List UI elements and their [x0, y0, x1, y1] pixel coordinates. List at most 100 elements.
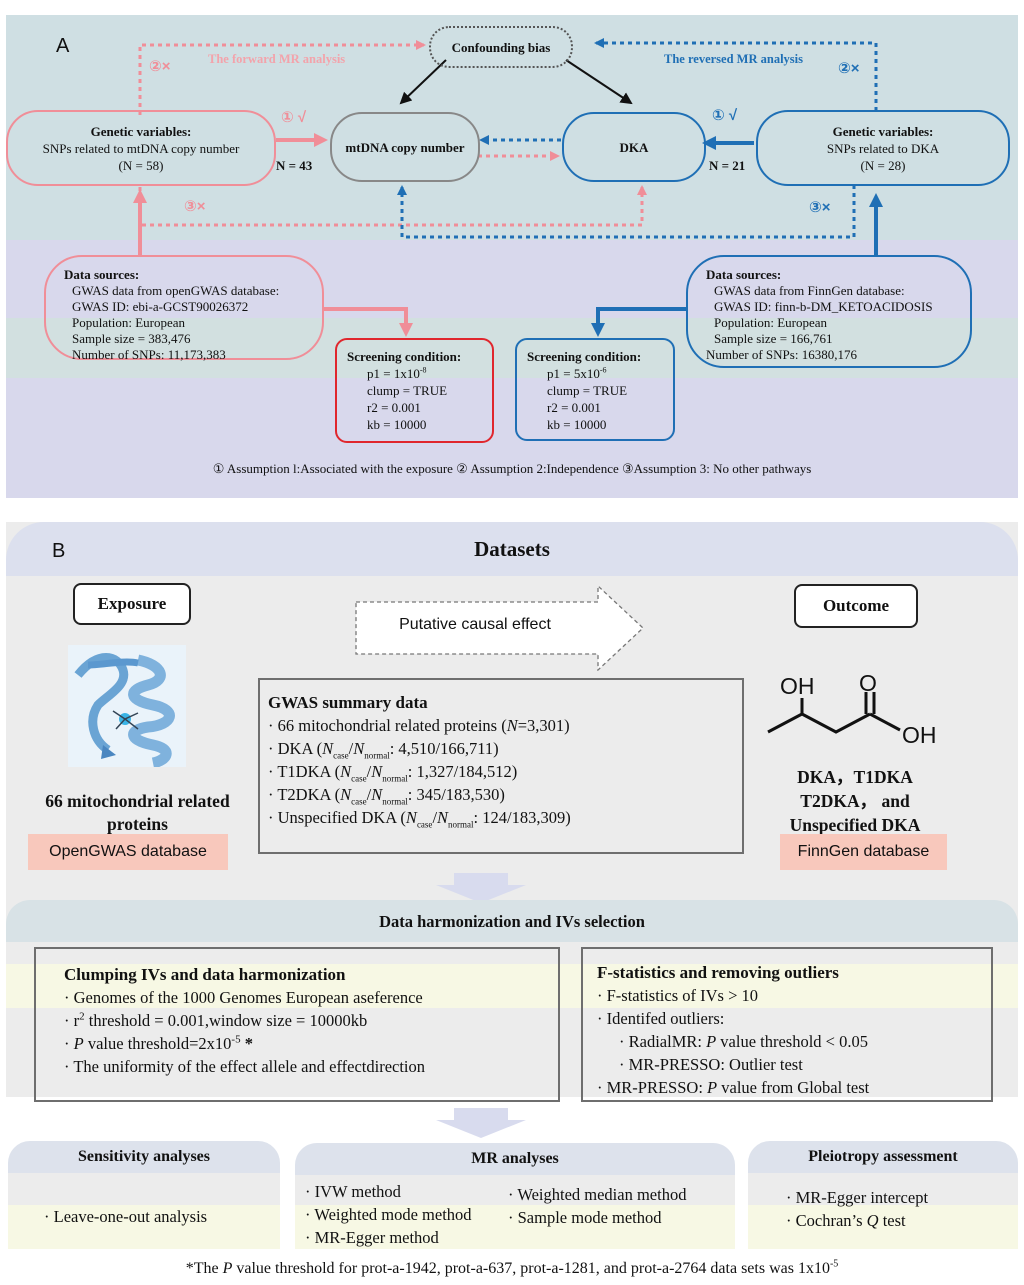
left-screen-r2: r2 = 0.001 [367, 400, 421, 415]
protein-structure-icon [68, 645, 186, 767]
confounding-bias-node: Confounding bias [429, 26, 573, 68]
gwas-l4-post: : 345/183,530) [407, 785, 505, 804]
normal-sub: normal [382, 796, 408, 807]
panel-a: A Confounding bias The forward MR analys… [6, 15, 1018, 498]
mr-weighted-mode: · Weighted mode method [305, 1205, 472, 1224]
normal-sub: normal [364, 750, 390, 761]
band-lower [6, 318, 1018, 378]
gwas-title: GWAS summary data [268, 693, 428, 712]
n-letter: N [437, 808, 449, 827]
fstat-line4: · MR-PRESSO: Outlier test [619, 1055, 803, 1074]
left-screening-condition: Screening condition: p1 = 1x10-8 clump =… [335, 338, 494, 443]
clumping-l2-post: threshold = 0.001,window size = 10000kb [84, 1011, 368, 1030]
slash: / [366, 785, 372, 804]
dka-node: DKA [562, 112, 706, 182]
gwas-l1-pre: · 66 mitochondrial related proteins ( [268, 716, 507, 735]
exposure-tag: Exposure [73, 583, 191, 625]
normal-sub: normal [382, 773, 408, 784]
fstat-l3-p: P [706, 1032, 717, 1051]
gwas-l1-n: N [506, 716, 518, 735]
fstat-l3-pre: · RadialMR: [619, 1032, 707, 1051]
mr-ivw: · IVW method [305, 1182, 401, 1201]
n-letter: N [322, 739, 334, 758]
sensitivity-band1 [8, 1173, 280, 1205]
left-genetic-variables: Genetic variables: SNPs related to mtDNA… [6, 110, 276, 186]
harmonization-title: Data harmonization and IVs selection [379, 912, 645, 931]
chem-o-label: O [859, 670, 877, 696]
gwas-l3-post: : 1,327/184,512) [407, 762, 518, 781]
cochran-q: Q [866, 1211, 879, 1230]
clumping-box: Clumping IVs and data harmonization · Ge… [34, 947, 560, 1102]
down-arrow-2 [436, 1108, 526, 1138]
mr-left-list: · IVW method · Weighted mode method · MR… [305, 1180, 472, 1249]
gwas-l2-pre: · DKA ( [268, 739, 323, 758]
pleiotropy-cochran: · Cochran’s Q test [786, 1209, 928, 1232]
left-screen-kb: kb = 10000 [367, 417, 427, 432]
right-gv-line2: (N = 28) [860, 157, 906, 173]
forward-assumption2-mark: ②× [149, 58, 171, 75]
pleiotropy-header: Pleiotropy assessment [748, 1141, 1018, 1173]
mr-band2 [295, 1205, 735, 1249]
case-sub: case [351, 796, 367, 807]
slash: / [366, 762, 372, 781]
gwas-line-t2dka: · T2DKA (Ncase/Nnormal: 345/183,530) [268, 783, 742, 806]
right-src-line2: GWAS ID: finn-b-DM_KETOACIDOSIS [714, 299, 933, 314]
clumping-title: Clumping IVs and data harmonization [64, 965, 346, 984]
forward-assumption3-mark: ③× [184, 198, 206, 215]
mr-band1 [295, 1175, 735, 1205]
gwas-l1-post: =3,301) [517, 716, 570, 735]
left-gv-title: Genetic variables: [90, 123, 192, 139]
reverse-assumption2-mark: ②× [838, 60, 860, 77]
pleiotropy-band2 [748, 1205, 1018, 1249]
right-src-line1: GWAS data from FinnGen database: [714, 283, 905, 298]
left-src-line4: Sample size = 383,476 [72, 331, 191, 346]
mtdna-node: mtDNA copy number [330, 112, 480, 182]
outcome-desc-line3: Unspecified DKA [789, 815, 921, 835]
fstat-line5: · MR-PRESSO: P value from Global test [597, 1076, 991, 1099]
n-right-label: N = 21 [709, 158, 746, 173]
gwas-summary-box: GWAS summary data · 66 mitochondrial rel… [258, 678, 744, 854]
left-src-title: Data sources: [64, 267, 140, 282]
reverse-assumption1-mark: ① √ [712, 107, 738, 124]
sensitivity-header: Sensitivity analyses [8, 1141, 280, 1173]
outcome-desc-line2: T2DKA， and [800, 791, 910, 811]
finngen-database-label: FinnGen database [780, 834, 947, 870]
harmonization-band-mid [6, 964, 1018, 1008]
right-screen-p1-exp: -6 [599, 365, 607, 375]
clumping-line4: · The uniformity of the effect allele an… [64, 1057, 426, 1076]
gwas-l5-pre: · Unspecified DKA ( [268, 808, 406, 827]
sensitivity-band2 [8, 1205, 280, 1249]
clumping-l2-sup: 2 [79, 1010, 85, 1023]
reverse-other-pathway-arrow [397, 185, 856, 239]
datasets-title: Datasets [474, 537, 550, 561]
right-screen-p1: p1 = 5x10-6 [527, 365, 663, 382]
right-screen-r2: r2 = 0.001 [547, 400, 601, 415]
right-screen-kb: kb = 10000 [547, 417, 607, 432]
clumping-l3-sup: -5 [231, 1033, 241, 1046]
clumping-l3-p: P [73, 1034, 84, 1053]
panel-b-label: B [52, 540, 66, 562]
slash: / [348, 739, 354, 758]
footnote-p: P [222, 1260, 233, 1277]
reverse-assumption3-mark: ③× [809, 199, 831, 216]
panel-a-arrows [133, 38, 883, 337]
n-letter: N [340, 762, 352, 781]
reverse-to-confounding-arrow [594, 38, 878, 111]
pleiotropy-band1 [748, 1173, 1018, 1205]
pleiotropy-list: · MR-Egger intercept · Cochran’s Q test [786, 1186, 928, 1232]
left-src-line2: GWAS ID: ebi-a-GCST90026372 [72, 299, 249, 314]
cochran-pre: · Cochran’s [786, 1211, 867, 1230]
left-screen-p1: p1 = 1x10-8 [347, 365, 482, 382]
right-src-line5: Number of SNPs: 16380,176 [706, 347, 857, 362]
putative-effect-arrow [355, 585, 644, 671]
fstat-l5-p: P [707, 1078, 718, 1097]
left-screen-p1-exp: -8 [419, 365, 427, 375]
right-screen-p1-base: p1 = 5x10 [547, 366, 600, 381]
right-src-title: Data sources: [706, 267, 782, 282]
gwas-line-t1dka: · T1DKA (Ncase/Nnormal: 1,327/184,512) [268, 760, 742, 783]
clumping-line1: · Genomes of the 1000 Genomes European a… [64, 988, 423, 1007]
exposure-desc-line2: proteins [107, 814, 168, 834]
gwas-l2-post: : 4,510/166,711) [389, 739, 499, 758]
left-gv-line2: (N = 58) [118, 157, 164, 173]
forward-analysis-label: The forward MR analysis [208, 52, 346, 66]
